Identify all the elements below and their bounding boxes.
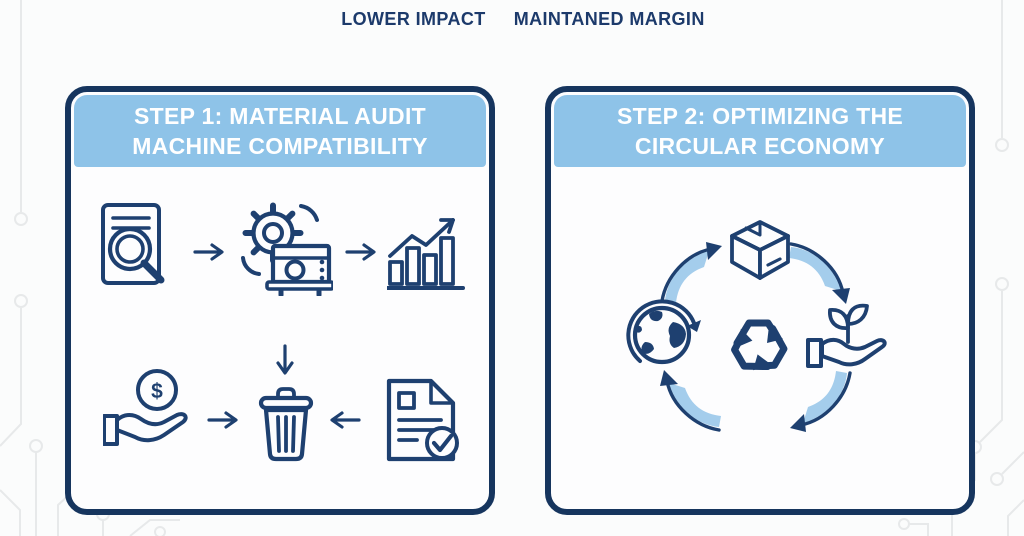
- growth-chart-icon: [387, 218, 465, 290]
- svg-text:$: $: [151, 380, 163, 403]
- approved-document-icon: [386, 378, 459, 462]
- document-audit-search-icon: [101, 203, 165, 285]
- step2-title-line2: CIRCULAR ECONOMY: [634, 133, 886, 159]
- header-label-maintained-margin: MAINTANED MARGIN: [513, 9, 705, 29]
- step2-header-band: STEP 2: OPTIMIZING THE CIRCULAR ECONOMY: [554, 95, 966, 167]
- globe-icon: [626, 299, 701, 365]
- package-box-icon: [730, 220, 790, 280]
- recycle-icon: [711, 298, 807, 394]
- arrow-right-icon: [193, 243, 224, 261]
- step1-panel: STEP 1: MATERIAL AUDIT MACHINE COMPATIBI…: [65, 86, 495, 515]
- arrow-right-icon: [207, 411, 238, 429]
- arrow-right-icon: [345, 243, 376, 261]
- hand-dollar-savings-icon: $: [103, 369, 188, 446]
- step2-panel: STEP 2: OPTIMIZING THE CIRCULAR ECONOMY: [545, 86, 975, 515]
- arrow-left-icon: [330, 411, 361, 429]
- step1-title-line2: MACHINE COMPATIBILITY: [132, 133, 428, 159]
- header-labels: LOWER IMPACT MAINTANED MARGIN: [0, 9, 1024, 30]
- machine-gear-compatibility-icon: [241, 202, 333, 296]
- step2-title-line1: STEP 2: OPTIMIZING THE: [616, 103, 904, 129]
- header-label-lower-impact: LOWER IMPACT: [341, 9, 486, 29]
- hand-with-plant-icon: [806, 303, 887, 368]
- arrow-down-icon: [276, 344, 294, 375]
- step1-title-line1: STEP 1: MATERIAL AUDIT: [134, 103, 426, 129]
- step1-header-band: STEP 1: MATERIAL AUDIT MACHINE COMPATIBI…: [74, 95, 486, 167]
- waste-bin-icon: [258, 387, 314, 462]
